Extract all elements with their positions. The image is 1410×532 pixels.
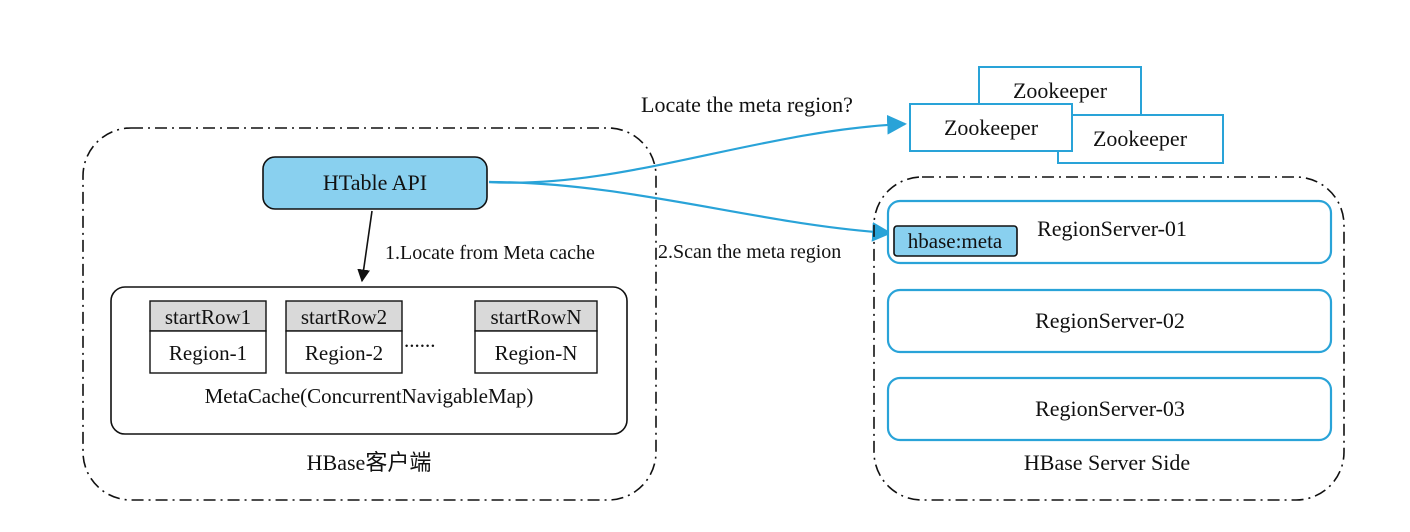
htable-api-label: HTable API — [323, 170, 427, 195]
server-label: HBase Server Side — [1024, 450, 1190, 475]
region-server: hbase:meta RegionServer-01 — [886, 199, 1333, 265]
entry-region: Region-1 — [169, 341, 247, 365]
region-server: RegionServer-02 — [886, 288, 1333, 354]
entry-start-row: startRowN — [491, 305, 582, 329]
step1-arrow — [357, 210, 373, 283]
cache-entry: startRow2 Region-2 — [285, 300, 403, 374]
cache-entry: startRow1 Region-1 — [149, 300, 267, 374]
hbase-meta-badge — [893, 225, 1018, 257]
cache-entry: startRowN Region-N — [474, 300, 598, 374]
server-boundary — [873, 176, 1345, 501]
step1-label: 1.Locate from Meta cache — [385, 242, 595, 264]
htable-api-box: HTable API — [262, 156, 488, 210]
region-server-label: RegionServer-01 — [1037, 216, 1187, 241]
client-label: HBase客户端 — [307, 450, 432, 475]
scan-meta-arrow — [488, 180, 892, 242]
zookeeper-node: Zookeeper — [909, 103, 1073, 152]
step2-label: 2.Scan the meta region — [658, 241, 841, 263]
entry-region: Region-N — [495, 341, 578, 365]
region-server: RegionServer-03 — [886, 376, 1333, 442]
locate-meta-question: Locate the meta region? — [641, 92, 853, 117]
hbase-meta-label: hbase:meta — [908, 229, 1003, 253]
ellipsis: ...... — [404, 328, 436, 352]
svg-text:Zookeeper: Zookeeper — [1013, 78, 1108, 103]
svg-text:Zookeeper: Zookeeper — [944, 115, 1039, 140]
region-server-label: RegionServer-03 — [1035, 396, 1185, 421]
entry-start-row: startRow1 — [165, 305, 251, 329]
client-boundary — [82, 127, 657, 501]
zookeeper-node: Zookeeper — [1057, 114, 1224, 164]
entry-start-row: startRow2 — [301, 305, 387, 329]
region-server-label: RegionServer-02 — [1035, 308, 1185, 333]
zookeeper-arrow — [488, 114, 907, 184]
entry-region: Region-2 — [305, 341, 383, 365]
metacache-label: MetaCache(ConcurrentNavigableMap) — [205, 384, 534, 408]
svg-text:Zookeeper: Zookeeper — [1093, 126, 1188, 151]
